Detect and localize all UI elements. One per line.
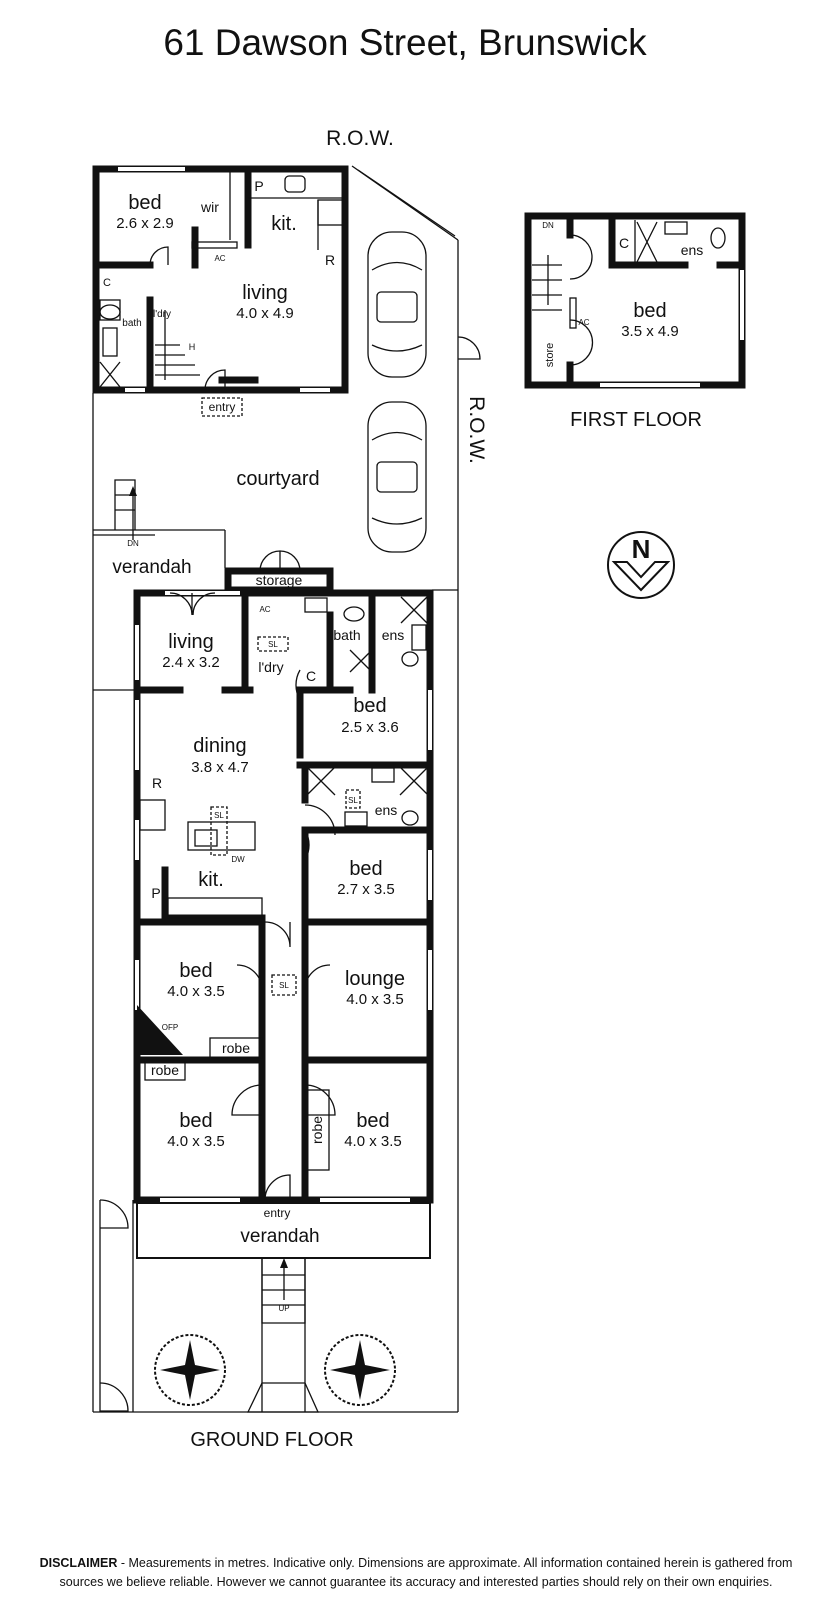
first-floor-label: FIRST FLOOR xyxy=(570,409,702,431)
bath-label: bath xyxy=(122,318,141,329)
car-icon xyxy=(367,401,427,553)
bed-4-label: bed xyxy=(179,1110,212,1132)
robe-label: robe xyxy=(309,1116,325,1144)
bed-4-dims: 4.0 x 3.5 xyxy=(167,1133,225,1150)
wir-label: wir xyxy=(200,199,219,215)
studio-walls xyxy=(92,165,349,394)
storage-label: storage xyxy=(256,572,303,588)
pantry-label: P xyxy=(254,178,263,194)
dining-label: dining xyxy=(193,735,246,757)
entry-mat xyxy=(201,397,243,417)
robe-label: robe xyxy=(222,1040,250,1056)
studio-bed-dims: 2.6 x 2.9 xyxy=(116,215,174,232)
lounge-label: lounge xyxy=(345,968,405,990)
bed-1-label: bed xyxy=(353,695,386,717)
site-boundary xyxy=(92,165,481,1413)
bed-2-label: bed xyxy=(349,858,382,880)
ac-label: AC xyxy=(214,254,225,263)
north-compass-icon: N xyxy=(607,531,675,599)
disclaimer-heading: DISCLAIMER xyxy=(39,1556,118,1570)
studio-kit-label: kit. xyxy=(271,213,297,235)
house-fridge-label: R xyxy=(152,775,162,791)
studio-living-dims: 4.0 x 4.9 xyxy=(236,305,294,322)
rear-verandah-label: verandah xyxy=(112,557,191,578)
rear-dn-label: DN xyxy=(127,539,139,548)
bed-3-dims: 4.0 x 3.5 xyxy=(167,983,225,1000)
row-side-label: R.O.W. xyxy=(465,396,488,464)
hidden-dashed-marks xyxy=(210,636,361,996)
fireplace-label: OFP xyxy=(162,1023,178,1032)
sl-label: SL xyxy=(348,796,358,805)
car-icon xyxy=(367,231,427,378)
bed-5-label: bed xyxy=(356,1110,389,1132)
tree-icon xyxy=(154,1334,226,1406)
house-laundry-label: l'dry xyxy=(258,659,283,675)
house-walls xyxy=(133,589,434,1324)
dishwasher-label: DW xyxy=(231,855,245,864)
bed-1-dims: 2.5 x 3.6 xyxy=(341,719,399,736)
ens-2-label: ens xyxy=(375,802,398,818)
front-entry-label: entry xyxy=(264,1206,291,1220)
kitchen-label: kit. xyxy=(198,869,224,891)
disclaimer-text: - Measurements in metres. Indicative onl… xyxy=(59,1556,793,1589)
up-label: UP xyxy=(278,1304,289,1313)
sl-label: SL xyxy=(268,640,278,649)
row-top-label: R.O.W. xyxy=(326,127,394,150)
dining-dims: 3.8 x 4.7 xyxy=(191,759,249,776)
studio-bed-label: bed xyxy=(128,192,161,214)
sl-label: SL xyxy=(214,811,224,820)
courtyard-label: courtyard xyxy=(236,468,319,490)
cupboard-label: C xyxy=(103,277,111,289)
ff-bed-dims: 3.5 x 4.9 xyxy=(621,323,679,340)
page-title: 61 Dawson Street, Brunswick xyxy=(163,22,647,63)
front-verandah-label: verandah xyxy=(240,1226,319,1247)
ground-floor-label: GROUND FLOOR xyxy=(190,1429,353,1451)
living-dims: 2.4 x 3.2 xyxy=(162,654,220,671)
sl-label: SL xyxy=(279,981,289,990)
house-pantry-label: P xyxy=(151,885,160,901)
ff-dn-label: DN xyxy=(542,221,554,230)
bed-3-label: bed xyxy=(179,960,212,982)
compass-letter: N xyxy=(632,534,651,564)
house-bath-label: bath xyxy=(333,627,360,643)
robe-label: robe xyxy=(151,1062,179,1078)
bed-5-dims: 4.0 x 3.5 xyxy=(344,1133,402,1150)
tree-icon xyxy=(324,1334,396,1406)
heater-label: H xyxy=(189,342,196,352)
studio-living-label: living xyxy=(242,282,288,304)
ff-bed-label: bed xyxy=(633,300,666,322)
studio-entry-label: entry xyxy=(209,400,236,414)
living-label: living xyxy=(168,631,214,653)
first-floor-walls xyxy=(524,212,746,389)
ff-store-label: store xyxy=(544,343,556,367)
ff-ens-label: ens xyxy=(681,242,704,258)
ff-ac-label: AC xyxy=(578,318,589,327)
ff-cupboard-label: C xyxy=(619,235,629,251)
bed-2-dims: 2.7 x 3.5 xyxy=(337,881,395,898)
disclaimer: DISCLAIMER - Measurements in metres. Ind… xyxy=(20,1554,812,1592)
house-ac-label: AC xyxy=(259,605,270,614)
laundry-label: l'dry xyxy=(153,309,171,320)
house-cupboard-label: C xyxy=(306,668,316,684)
lounge-dims: 4.0 x 3.5 xyxy=(346,991,404,1008)
ens-label: ens xyxy=(382,627,405,643)
fridge-label: R xyxy=(325,252,335,268)
